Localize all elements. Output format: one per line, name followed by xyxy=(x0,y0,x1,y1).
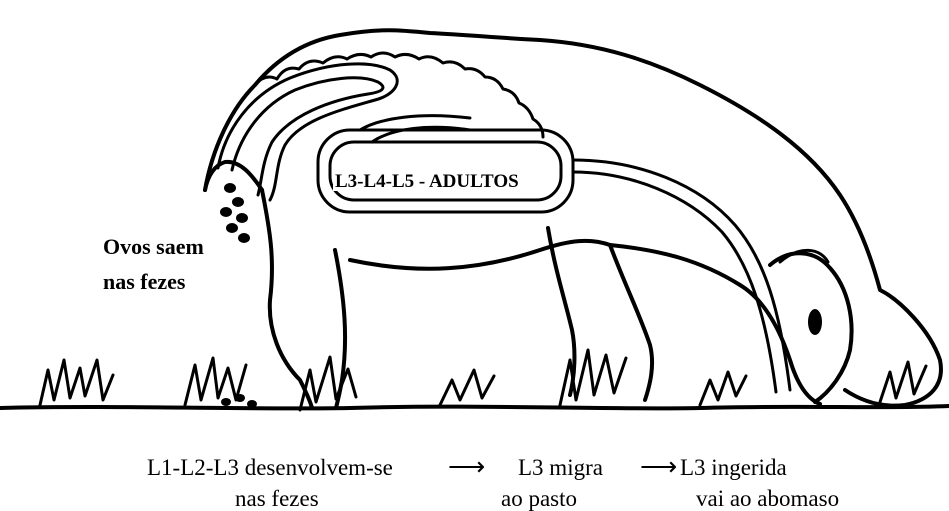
grass-tuft-6 xyxy=(700,372,746,405)
rear-leg xyxy=(262,190,312,408)
ground-line xyxy=(0,406,949,408)
eye-icon xyxy=(808,309,822,335)
egg-cluster xyxy=(220,183,250,243)
grass-tuft-1 xyxy=(40,360,113,405)
stage-3-line1: L3 ingerida xyxy=(680,456,787,479)
stage-1-line1: L1-L2-L3 desenvolvem-se xyxy=(147,456,393,479)
stage-2-line1: L3 migra xyxy=(518,456,603,479)
belly-line xyxy=(350,241,610,269)
stage-2-line2: ao pasto xyxy=(501,487,577,510)
rear-leg-inner xyxy=(335,250,345,408)
grass-tuft-2 xyxy=(185,358,246,405)
feces-on-ground xyxy=(221,394,257,408)
stage-3-line2: vai ao abomaso xyxy=(696,487,839,510)
label-l3-l4-l5-adultos: L3-L4-L5 - ADULTOS xyxy=(333,172,521,191)
stage-1-line2: nas fezes xyxy=(235,487,319,510)
grass-tuft-7 xyxy=(880,362,926,402)
front-leg-right xyxy=(610,245,652,400)
grass-tuft-4 xyxy=(440,370,494,405)
label-eggs-line1: Ovos saem xyxy=(103,236,204,258)
arrow-right-icon: ⟶ xyxy=(640,454,677,480)
wool-texture xyxy=(255,53,543,137)
arrow-right-icon: ⟶ xyxy=(448,454,485,480)
label-eggs-line2: nas fezes xyxy=(103,271,185,293)
